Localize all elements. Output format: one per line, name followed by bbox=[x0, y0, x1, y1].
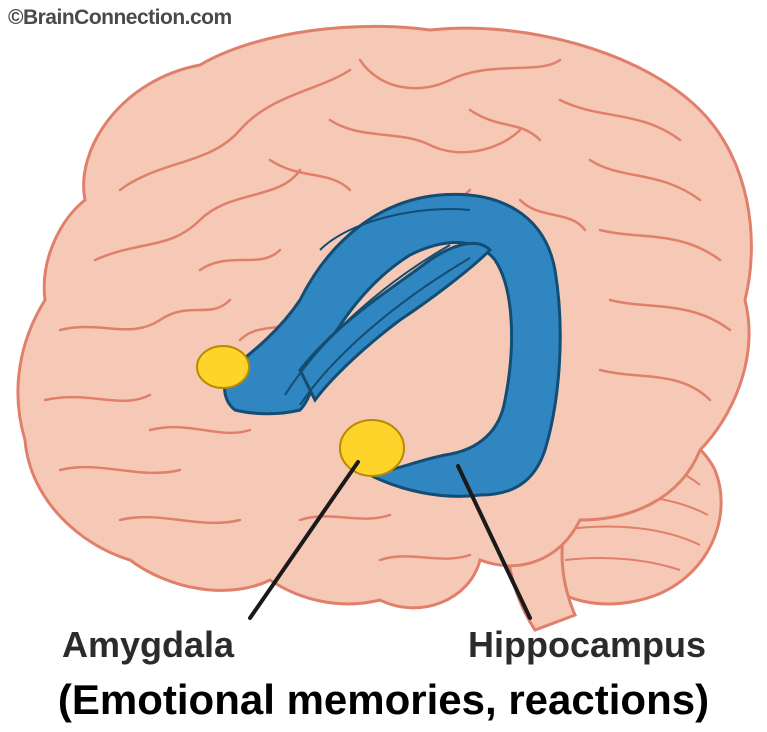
caption-text: (Emotional memories, reactions) bbox=[0, 676, 767, 724]
amygdala-upper-nodule bbox=[197, 346, 249, 388]
credit-text: ©BrainConnection.com bbox=[8, 6, 232, 30]
hippocampus-label: Hippocampus bbox=[468, 624, 706, 666]
amygdala-pointer-line bbox=[250, 462, 358, 618]
amygdala-label: Amygdala bbox=[62, 624, 234, 666]
amygdala-lower-nodule bbox=[340, 420, 404, 476]
